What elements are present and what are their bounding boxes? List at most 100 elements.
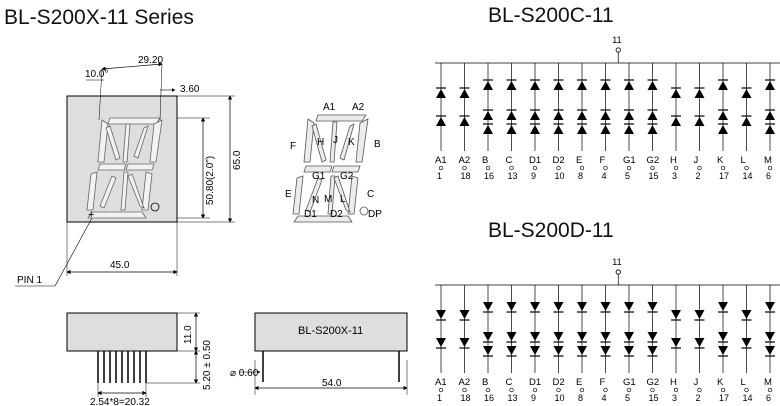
pin-number: 17 xyxy=(719,171,729,181)
seg-label-A1: A1 xyxy=(323,102,336,113)
pin-row xyxy=(97,351,147,383)
diode-branch-G1 xyxy=(624,63,634,151)
pin-number: 8 xyxy=(578,393,583,403)
segment-label: D2 xyxy=(553,155,565,166)
diode-branch-L xyxy=(741,63,752,151)
segment-label: F xyxy=(600,155,606,166)
segment-label: B xyxy=(482,377,488,388)
pin-number: 15 xyxy=(649,171,659,181)
segment-label: K xyxy=(717,377,724,388)
seg-label-C: C xyxy=(367,189,374,200)
pin-number: 5 xyxy=(625,171,630,181)
digit-height-dim: 50.80(2.0") xyxy=(205,156,216,205)
seg-label-N: N xyxy=(312,195,319,206)
diode-branch-A2 xyxy=(459,63,470,151)
slant-angle-dim: 10.0° xyxy=(85,69,108,80)
segment-label: B xyxy=(482,155,488,166)
diode-branch-A1 xyxy=(436,63,446,151)
seg-label-J: J xyxy=(333,135,338,146)
seg-label-H: H xyxy=(317,137,324,148)
diode-branch-H xyxy=(671,285,681,373)
segment-label: C xyxy=(506,155,513,166)
diode-branch-J xyxy=(694,63,705,151)
pin1-label: PIN 1 xyxy=(17,275,42,286)
pin-number: 18 xyxy=(461,393,471,403)
pin-number: 6 xyxy=(766,171,771,181)
segment-label: E xyxy=(576,155,582,166)
diode-branch-J xyxy=(694,285,705,373)
svg-text:+: + xyxy=(88,209,94,221)
diode-branch-M xyxy=(765,63,775,151)
pin-number: 10 xyxy=(555,393,565,403)
side-view-long xyxy=(254,312,408,352)
pin-number: 16 xyxy=(484,171,494,181)
seg-label-L: L xyxy=(340,194,346,205)
pin-number: 15 xyxy=(649,393,659,403)
depth-dim: 11.0 xyxy=(183,325,194,344)
pin-number: 10 xyxy=(555,171,565,181)
seg-label-F: F xyxy=(290,141,296,152)
pin-pitch-dim: 2.54*8=20.32 xyxy=(90,397,150,406)
segment-label: J xyxy=(694,155,699,166)
segment-label: A1 xyxy=(435,155,447,166)
seg-label-A2: A2 xyxy=(352,102,365,113)
pin-number: 14 xyxy=(743,171,753,181)
diode-branch-C xyxy=(506,285,517,373)
segment-label: H xyxy=(670,377,677,388)
segment-label: G2 xyxy=(647,377,660,388)
seg-label-E: E xyxy=(285,189,292,200)
pin-number: 18 xyxy=(461,171,471,181)
series-title: BL-S200X-11 Series xyxy=(4,6,194,29)
pin-number: 13 xyxy=(508,171,518,181)
diode-branch-G2 xyxy=(647,63,658,151)
pin-number: 3 xyxy=(672,171,677,181)
diode-branch-K xyxy=(718,285,728,373)
pin-number: 9 xyxy=(531,393,536,403)
pin-number: 9 xyxy=(531,171,536,181)
body-width-dim: 45.0 xyxy=(110,260,130,271)
side-view-label: BL-S200X-11 xyxy=(298,325,363,337)
pin-number: 2 xyxy=(696,393,701,403)
diode-branch-D2 xyxy=(553,63,564,151)
segment-label: A1 xyxy=(435,377,447,388)
diode-branch-B xyxy=(483,63,493,151)
segment-label: G1 xyxy=(623,155,636,166)
diode-branch-F xyxy=(600,63,611,151)
seg-label-B: B xyxy=(374,139,381,150)
segment-label: G1 xyxy=(623,377,636,388)
seg-label-DP: DP xyxy=(368,209,382,220)
pin-number: 13 xyxy=(508,393,518,403)
common-pin-label: 11 xyxy=(612,35,621,45)
slant-width-dim: 29.20 xyxy=(138,55,163,66)
segment-label: G2 xyxy=(647,155,660,166)
diode-branch-C xyxy=(506,63,517,151)
pin-diameter-dim: ⌀ 0.60 xyxy=(230,368,259,379)
diode-branch-G1 xyxy=(624,285,634,373)
pin-number: 6 xyxy=(766,393,771,403)
diode-branch-K xyxy=(718,63,728,151)
seg-label-G2: G2 xyxy=(340,171,354,182)
segment-label: A2 xyxy=(459,377,471,388)
common-anode-title: BL-S200D-11 xyxy=(488,219,614,242)
diode-branch-M xyxy=(765,285,775,373)
diode-branch-G2 xyxy=(647,285,658,373)
pin-number: 8 xyxy=(578,171,583,181)
segment-label: F xyxy=(600,377,606,388)
segment-label: D1 xyxy=(529,377,541,388)
pin-number: 17 xyxy=(719,393,729,403)
diode-branch-D1 xyxy=(530,285,540,373)
segment-label: C xyxy=(506,377,513,388)
common-cathode-title: BL-S200C-11 xyxy=(488,4,614,27)
seg-label-D2: D2 xyxy=(330,209,343,220)
pin-number: 3 xyxy=(672,393,677,403)
front-digit xyxy=(86,117,163,219)
pin-number: 14 xyxy=(743,393,753,403)
diode-branch-B xyxy=(483,285,493,373)
pin-number: 16 xyxy=(484,393,494,403)
diode-branch-A1 xyxy=(436,285,446,373)
segment-label: K xyxy=(717,155,724,166)
